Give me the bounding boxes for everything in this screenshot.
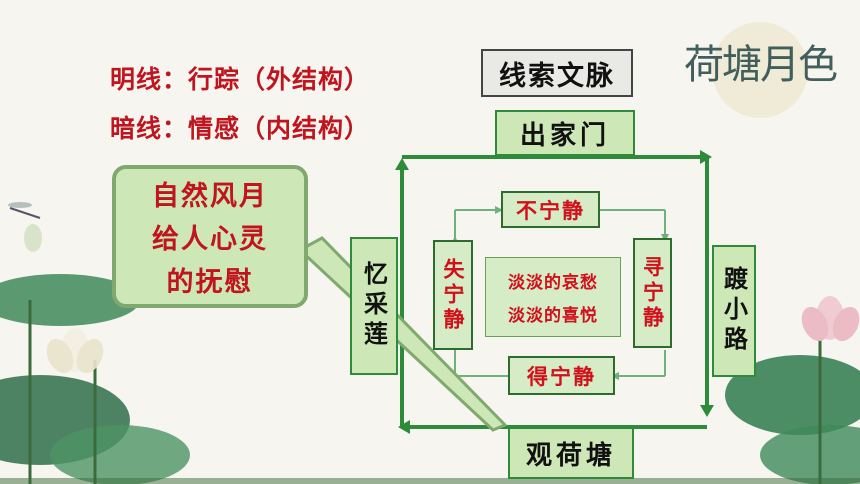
legend-label: 明线：: [110, 65, 189, 94]
legend-value: 行踪（外结构）: [188, 65, 371, 94]
inner-node-find-calm: 得宁静: [508, 356, 615, 395]
inner-node-lose-calm: 失宁静: [433, 240, 473, 350]
logo: 荷塘月色: [684, 42, 838, 88]
legend-value: 情感（内结构）: [188, 114, 371, 143]
bubble-line-2: 给人心灵: [152, 224, 268, 255]
node-view-pond: 观荷塘: [508, 427, 634, 479]
inner-node-seek-calm: 寻宁静: [633, 238, 672, 348]
legend-explicit-line: 明线：行踪（外结构）: [110, 60, 370, 96]
legend-label: 暗线：: [110, 114, 189, 143]
emotion-sorrow: 淡淡的哀愁: [508, 273, 598, 293]
diagram-title: 线索文脉: [481, 49, 633, 97]
bubble-line-1: 自然风月: [152, 181, 268, 212]
node-leave-home: 出家门: [495, 110, 635, 156]
speech-bubble: 自然风月 给人心灵 的抚慰: [112, 165, 308, 308]
node-recall-lotus: 忆采莲: [350, 237, 398, 375]
bubble-line-3: 的抚慰: [166, 267, 254, 298]
node-walk-path: 踱小路: [712, 245, 756, 377]
center-emotion-box: 淡淡的哀愁 淡淡的喜悦: [485, 257, 621, 337]
emotion-joy: 淡淡的喜悦: [508, 306, 598, 326]
inner-node-restless: 不宁静: [501, 191, 600, 228]
legend-implicit-line: 暗线：情感（内结构）: [110, 109, 370, 145]
